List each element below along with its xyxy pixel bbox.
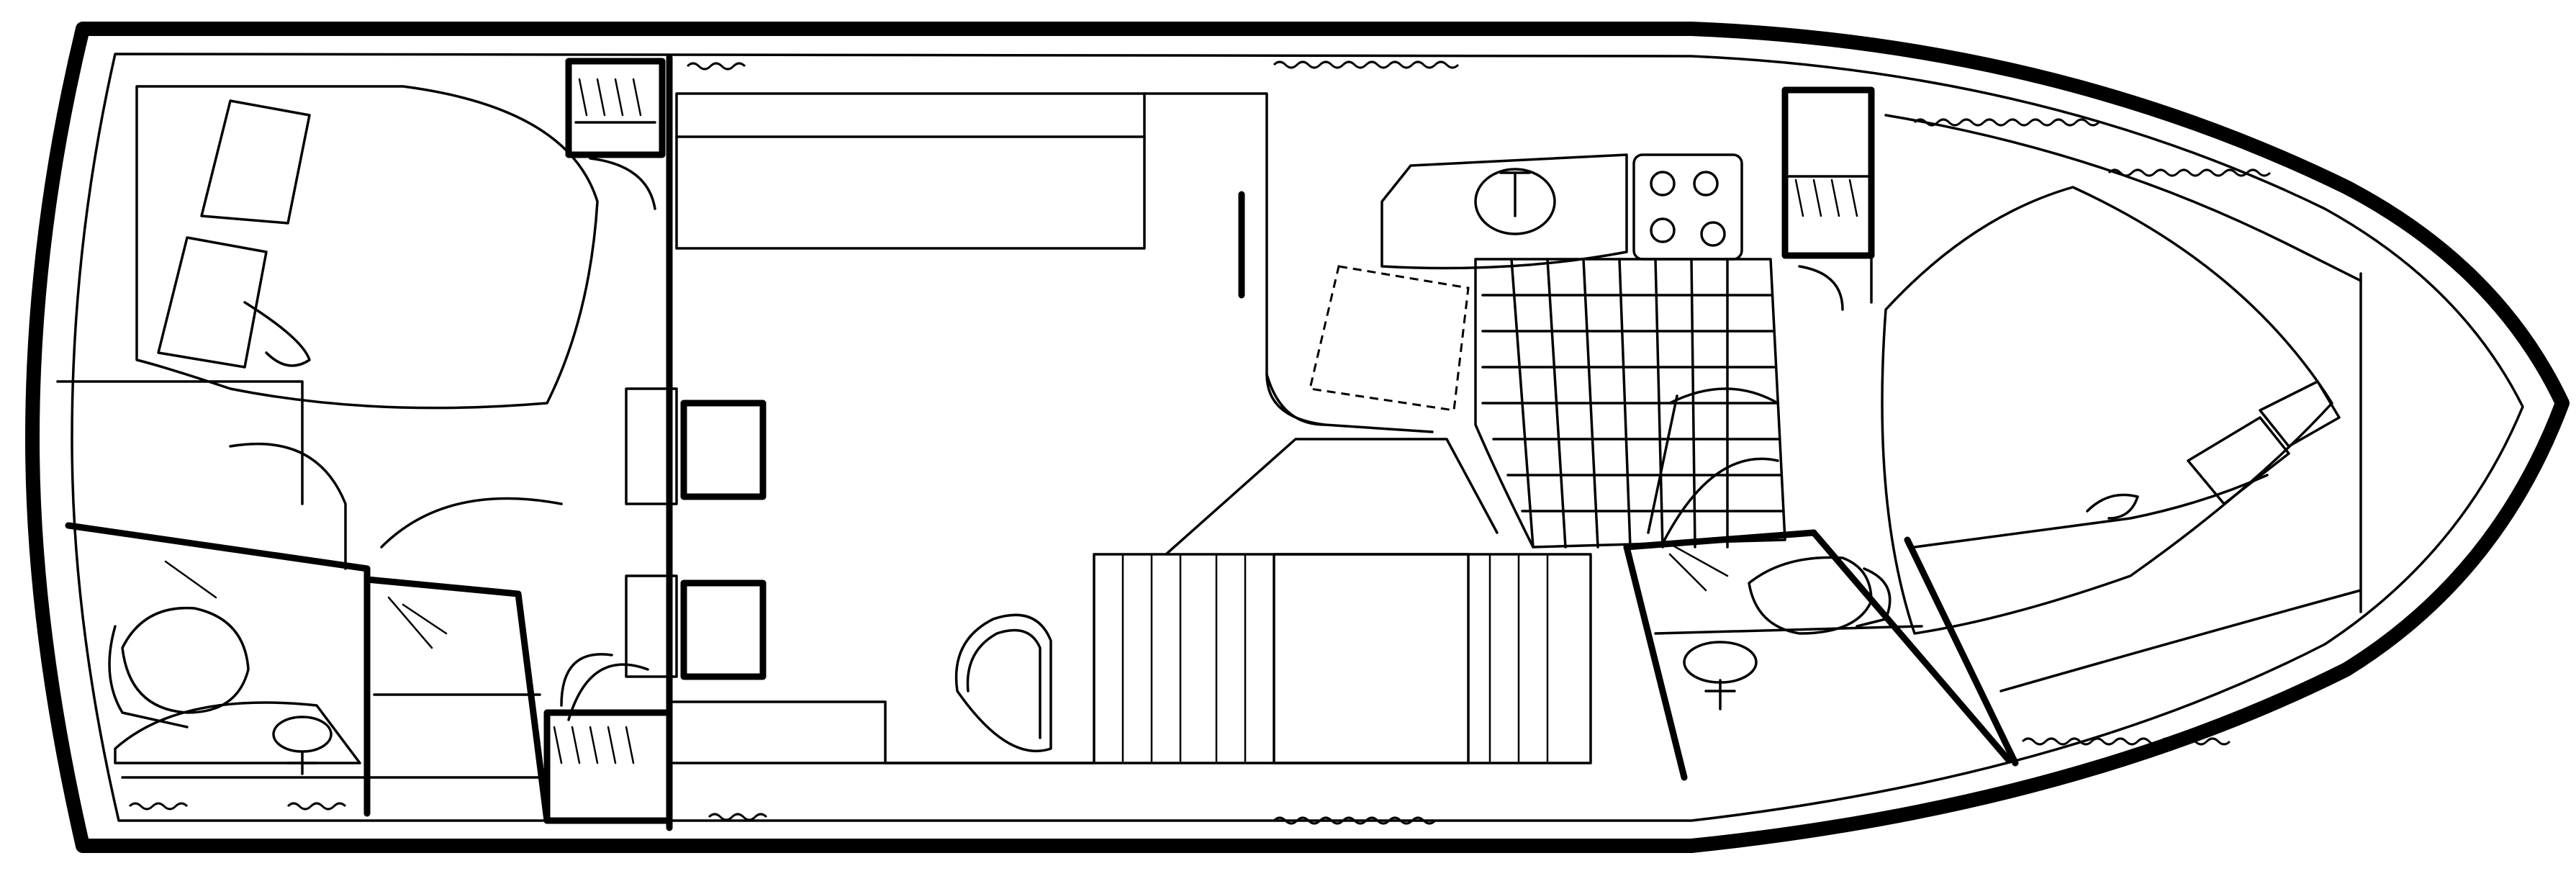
dinette-divider: [1165, 438, 1499, 556]
burner-2: [1693, 171, 1719, 197]
fwd-locker-door: [1798, 265, 1844, 311]
dinette-table: [1273, 553, 1470, 764]
aft-lav-sink: [272, 716, 333, 753]
companionway: [1647, 86, 1875, 534]
fwd-toilet-tank: [1856, 567, 1892, 628]
aft-toilet: [121, 606, 250, 714]
galley-sink: [1474, 168, 1556, 235]
aft-door-swing: [229, 443, 347, 570]
hull-inner: [71, 53, 2524, 822]
sofa-divider: [1143, 92, 1326, 426]
salon-step-2: [625, 574, 678, 678]
aft-passage-locker: [543, 709, 673, 824]
sofa: [675, 92, 1146, 250]
fwd-head-door: [1661, 457, 1779, 545]
hull: [25, 22, 2570, 853]
galley-counter: [1380, 153, 1628, 270]
swivel-chair: [954, 613, 1052, 753]
hull-outer: [25, 22, 2570, 853]
galley-dashed-fridge: [1309, 265, 1470, 412]
v-berth-inner: [1870, 258, 2269, 549]
aft-stateroom: [56, 58, 666, 570]
fwd-head-wall: [1623, 529, 2012, 763]
salon-cabinet-1: [680, 400, 767, 500]
berth-fold: [243, 301, 311, 367]
pillow-1: [200, 99, 311, 225]
dinette-bench-left: [1121, 553, 1247, 764]
fwd-hull-liner-top: [1884, 114, 2362, 282]
aft-bulkhead: [56, 380, 304, 505]
aft-head: [65, 522, 613, 824]
salon-step-1: [625, 387, 678, 505]
aft-vanity: [114, 701, 361, 764]
dinette: [668, 438, 1592, 764]
fwd-hull-liner-bottom: [1999, 589, 2362, 692]
v-berth-pillow-2: [2259, 380, 2341, 448]
aft-locker: [565, 58, 666, 158]
aft-berth: [135, 85, 599, 410]
burner-3: [1650, 217, 1676, 243]
fwd-toilet: [1748, 556, 1873, 635]
fwd-lav-sink: [1683, 641, 1758, 684]
forward-head: [1623, 457, 2012, 781]
burner-4: [1700, 221, 1726, 247]
aft-door-arc: [589, 157, 656, 210]
aft-toilet-tank: [108, 625, 189, 728]
galley-faucet: [1499, 171, 1531, 217]
v-berth-pillow-1: [2187, 416, 2290, 505]
galley-sole-grid: [1474, 258, 1786, 549]
aft-shower-head: [387, 596, 448, 649]
fwd-cabin-wall: [1904, 536, 2019, 767]
dinette-bench-right: [1488, 553, 1549, 764]
aft-head-door: [560, 653, 613, 707]
v-berth: [1881, 186, 2333, 635]
galley: [1265, 153, 1786, 549]
galley-wall-curve: [1265, 373, 1434, 433]
companion-door-leaf: [1647, 394, 1678, 534]
hatch-marks: [553, 78, 1858, 764]
v-berth-fold: [2086, 493, 2139, 520]
salon-cabinet-2: [680, 579, 767, 680]
companion-door-arc: [1668, 387, 1779, 405]
aft-door-swing-2: [380, 497, 563, 549]
pillow-2: [157, 236, 268, 369]
aft-mirror-line: [164, 560, 217, 599]
galley-stove: [1632, 153, 1743, 261]
dinette-outline: [1093, 553, 1592, 764]
burner-1: [1650, 171, 1676, 197]
aft-passage-door: [567, 663, 649, 721]
fwd-head-wall-2: [1623, 543, 1688, 781]
salon: [543, 54, 1326, 831]
aft-head-wall: [65, 522, 371, 817]
fwd-shower-head: [1661, 538, 1729, 592]
aft-head-wall-2: [363, 576, 551, 824]
salon-counter: [668, 700, 1095, 764]
fwd-locker: [1781, 86, 1875, 259]
locker-edges: [128, 60, 2272, 825]
forward-stateroom: [1870, 114, 2362, 767]
swivel-chair-inner: [966, 628, 1041, 739]
aft-faucet: [286, 751, 318, 775]
fwd-faucet: [1704, 679, 1736, 710]
